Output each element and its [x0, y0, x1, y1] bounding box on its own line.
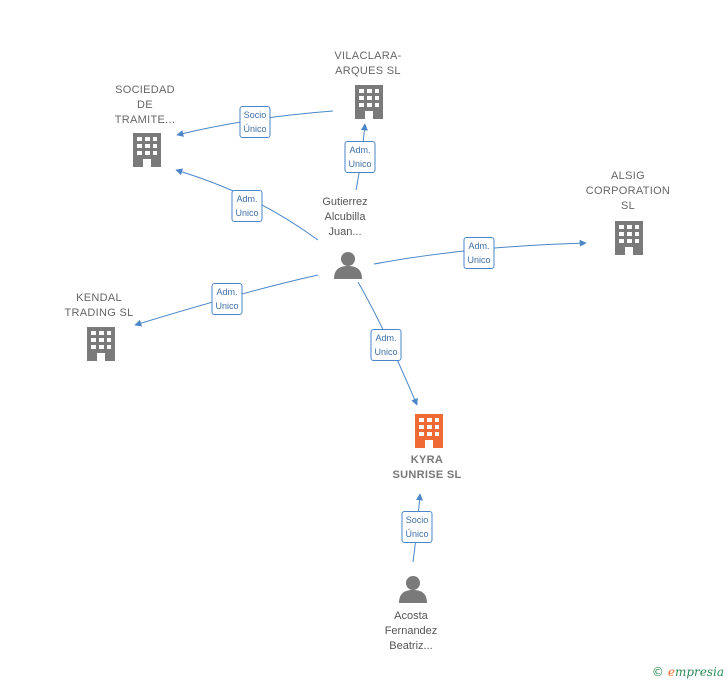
- edge-label-adm-unico: Adm. Unico: [370, 329, 402, 361]
- building-icon: [615, 221, 643, 255]
- building-icon: [355, 85, 383, 119]
- edge-label-socio-unico: Socio Único: [401, 511, 433, 543]
- person-icon: [399, 576, 427, 603]
- brand-logo-text: mpresia: [674, 665, 724, 679]
- building-icon: [415, 414, 443, 448]
- edge-label-adm-unico: Adm. Unico: [344, 141, 376, 173]
- edge-label-adm-unico: Adm. Unico: [231, 190, 263, 222]
- building-icon: [87, 327, 115, 361]
- brand-logo-letter: e: [667, 665, 675, 679]
- edge-label-adm-unico: Adm. Unico: [463, 237, 495, 269]
- edge-label-adm-unico: Adm. Unico: [211, 283, 243, 315]
- company-label-vilaclara[interactable]: VILACLARA- ARQUES SL: [334, 50, 402, 77]
- company-label-sociedad[interactable]: SOCIEDAD DE TRAMITE...: [114, 84, 176, 126]
- copyright-icon: ©: [651, 665, 664, 679]
- brand-footer: ©empresia: [652, 665, 724, 679]
- edge-label-socio-unico: Socio Único: [239, 106, 271, 138]
- person-label-acosta[interactable]: Acosta Fernandez Beatriz...: [384, 610, 438, 652]
- company-label-kendal[interactable]: KENDAL TRADING SL: [64, 292, 134, 319]
- person-label-gutierrez[interactable]: Gutierrez Alcubilla Juan...: [322, 196, 368, 238]
- company-label-alsig[interactable]: ALSIG CORPORATION SL: [585, 170, 671, 212]
- building-icon: [133, 133, 161, 167]
- person-icon: [334, 252, 362, 279]
- company-label-kyra[interactable]: KYRA SUNRISE SL: [392, 454, 462, 481]
